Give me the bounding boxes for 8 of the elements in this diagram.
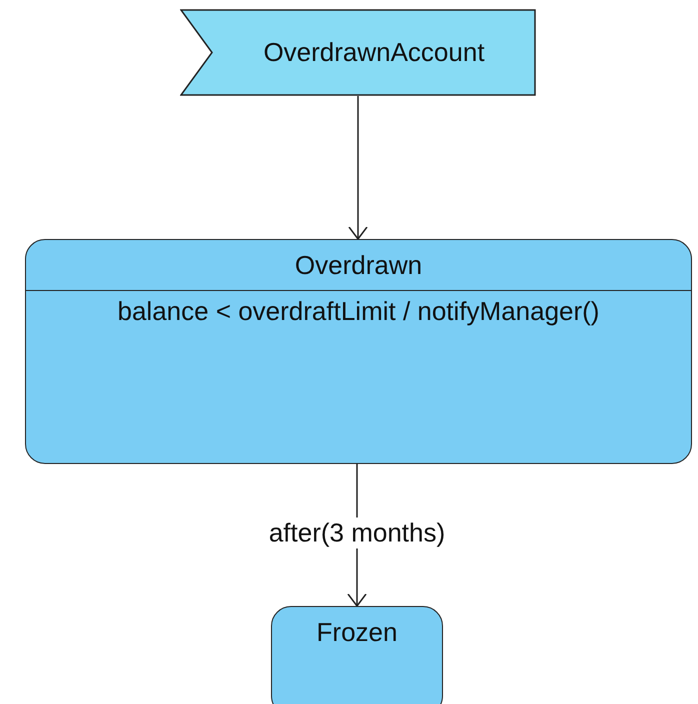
signal-receipt-shape [180,9,536,96]
state-box [25,239,692,464]
transition-arrow [348,96,368,240]
state-box [271,606,443,704]
event-name: OverdrawnAccount [262,36,486,68]
state-name: Frozen [316,617,398,648]
internal-transition: balance < overdraftLimit / notifyManager() [116,296,600,327]
state-name: Overdrawn [294,250,424,281]
